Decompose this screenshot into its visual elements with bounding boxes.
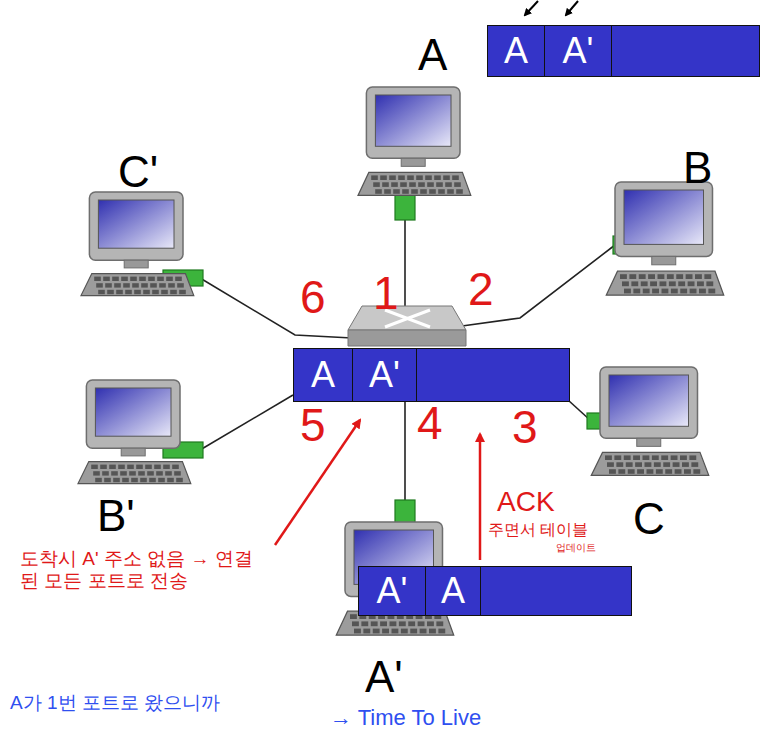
computer-icon xyxy=(585,365,710,480)
port-number: 5 xyxy=(300,402,326,448)
port-number: 4 xyxy=(417,400,443,446)
computer: B xyxy=(600,180,725,300)
handwritten-note: A가 1번 포트로 왔으니까 xyxy=(10,692,220,714)
frame-box: AA' xyxy=(487,25,760,77)
handwritten-note: → Time To Live xyxy=(330,705,481,730)
computer: C xyxy=(585,365,710,480)
computer-icon xyxy=(75,190,195,300)
switch xyxy=(348,306,466,346)
handwritten-note: 주면서 테이블 xyxy=(488,521,588,539)
computer-label: C xyxy=(633,497,665,541)
computer: B' xyxy=(72,378,192,488)
address-field: A' xyxy=(545,26,612,76)
computer-icon xyxy=(352,85,472,200)
port-number: 6 xyxy=(300,274,326,320)
network-cards xyxy=(163,195,645,524)
computer-label: C' xyxy=(118,150,158,194)
computer-label: A' xyxy=(365,655,403,699)
port-number: 2 xyxy=(468,266,494,312)
computer-label: A xyxy=(418,33,447,77)
cables xyxy=(200,220,615,500)
computer: A xyxy=(352,85,472,200)
handwritten-note: 도착시 A' 주소 없음 → 연결된 모든 포트로 전송 xyxy=(20,548,255,592)
computer: C' xyxy=(75,190,195,300)
address-field: A' xyxy=(359,567,426,615)
address-field: A xyxy=(426,567,481,615)
port-number: 1 xyxy=(373,270,399,316)
address-field: A xyxy=(294,349,353,401)
computer-label: B xyxy=(683,146,712,190)
frame-box: AA' xyxy=(293,348,570,402)
computer-icon xyxy=(600,180,725,300)
computer-label: B' xyxy=(97,494,135,538)
port-number: 3 xyxy=(512,404,538,450)
handwritten-note: 업데이트 xyxy=(556,542,596,554)
handwritten-note: ACK xyxy=(497,486,555,518)
frame-box: A'A xyxy=(358,566,632,616)
address-field: A xyxy=(488,26,545,76)
address-field: A' xyxy=(353,349,417,401)
pointer-arrows xyxy=(525,1,578,15)
computer-icon xyxy=(72,378,192,488)
